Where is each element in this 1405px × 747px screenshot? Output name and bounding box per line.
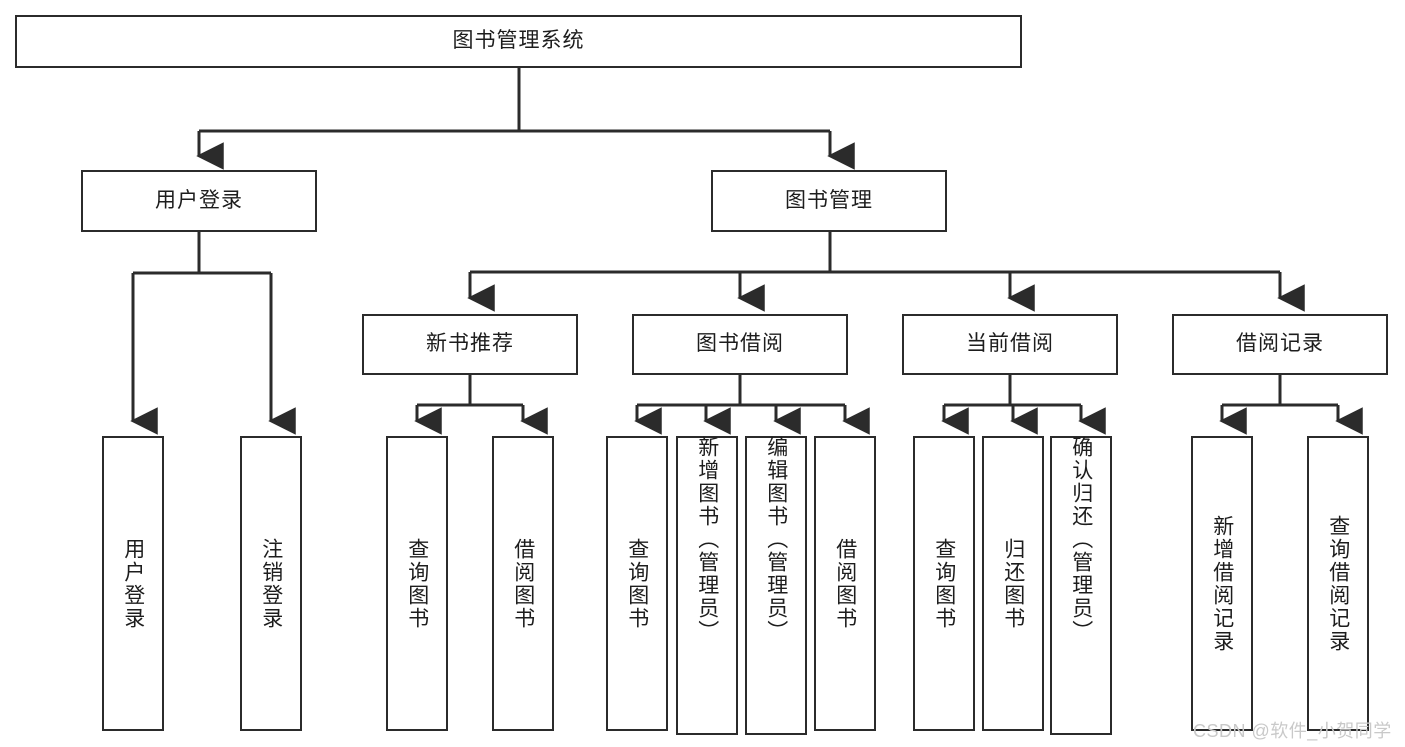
node-label: 归还图书: [1001, 537, 1025, 630]
node-label: 借阅图书: [833, 537, 857, 630]
node-user-login[interactable]: 用户登录: [81, 170, 317, 232]
node-label: 借阅图书: [511, 537, 535, 630]
node-label: 查询图书: [625, 537, 649, 630]
leaf-book-borrow-add-book-admin[interactable]: 新增图书（管理员）: [676, 436, 738, 735]
node-label: 查询图书: [405, 537, 429, 630]
node-label: 当前借阅: [966, 332, 1054, 356]
node-label: 用户登录: [121, 537, 145, 630]
leaf-book-borrow-borrow-book[interactable]: 借阅图书: [814, 436, 876, 731]
leaf-user-login-logout[interactable]: 注销登录: [240, 436, 302, 731]
leaf-current-borrow-return-book[interactable]: 归还图书: [982, 436, 1044, 731]
node-label: 注销登录: [259, 537, 283, 630]
node-label: 编辑图书（管理员）: [764, 436, 788, 643]
leaf-borrow-record-query-record[interactable]: 查询借阅记录: [1307, 436, 1369, 731]
leaf-new-book-query-book[interactable]: 查询图书: [386, 436, 448, 731]
node-label: 确认归还（管理员）: [1069, 436, 1093, 643]
csdn-watermark: CSDN @软件_小贺同学: [1193, 721, 1392, 741]
leaf-borrow-record-add-record[interactable]: 新增借阅记录: [1191, 436, 1253, 731]
leaf-new-book-borrow-book[interactable]: 借阅图书: [492, 436, 554, 731]
node-label: 借阅记录: [1236, 332, 1324, 356]
node-label: 新增借阅记录: [1210, 514, 1234, 653]
node-label: 图书管理系统: [452, 29, 585, 53]
leaf-book-borrow-edit-book-admin[interactable]: 编辑图书（管理员）: [745, 436, 807, 735]
node-label: 查询图书: [932, 537, 956, 630]
leaf-user-login-login[interactable]: 用户登录: [102, 436, 164, 731]
node-root-book-management-system[interactable]: 图书管理系统: [15, 15, 1022, 68]
node-label: 新增图书（管理员）: [695, 436, 719, 643]
node-label: 图书借阅: [696, 332, 784, 356]
node-label: 用户登录: [155, 188, 243, 212]
node-label: 新书推荐: [426, 332, 514, 356]
node-label: 查询借阅记录: [1326, 514, 1350, 653]
node-current-borrowing[interactable]: 当前借阅: [902, 314, 1118, 375]
leaf-current-borrow-confirm-return-admin[interactable]: 确认归还（管理员）: [1050, 436, 1112, 735]
node-new-book-recommendation[interactable]: 新书推荐: [362, 314, 578, 375]
leaf-book-borrow-query-book[interactable]: 查询图书: [606, 436, 668, 731]
leaf-current-borrow-query-book[interactable]: 查询图书: [913, 436, 975, 731]
node-book-borrowing[interactable]: 图书借阅: [632, 314, 848, 375]
node-book-management[interactable]: 图书管理: [711, 170, 947, 232]
node-label: 图书管理: [785, 188, 873, 212]
node-borrowing-record[interactable]: 借阅记录: [1172, 314, 1388, 375]
